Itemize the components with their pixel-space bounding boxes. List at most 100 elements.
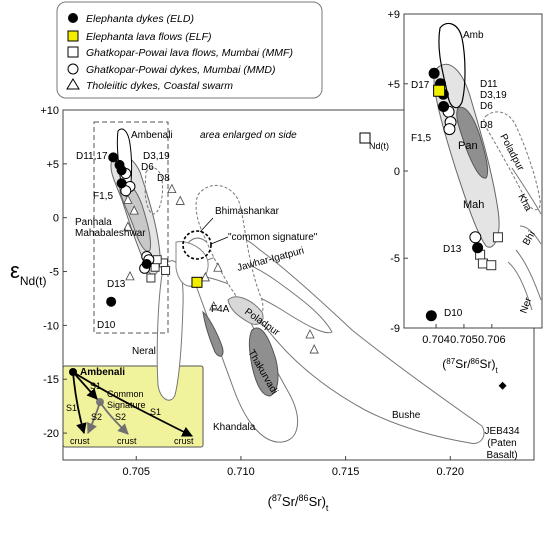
y-tick-label: +5 [46, 159, 59, 171]
sketch-crust-3: crust [174, 436, 194, 446]
legend-item-elf: Elephanta lava flows (ELF) [86, 31, 211, 43]
y-tick-label: -10 [43, 320, 59, 332]
legend-item-mmd: Ghatkopar-Powai dykes, Mumbai (MMD) [86, 64, 275, 76]
nd-square-icon [359, 132, 371, 144]
label-neral: Neral [132, 346, 156, 357]
data-point-black-circle-2 [116, 165, 127, 176]
x-tick-label: 0.710 [227, 466, 255, 478]
y-tick-label: -20 [43, 428, 59, 440]
poladpur-lower-field [227, 296, 264, 325]
data-point-open-triangle-3 [125, 270, 135, 281]
sketch-arrow-s2-right [99, 401, 129, 435]
inset-label-d17: D17 [411, 80, 430, 91]
y-tick-label: +9 [387, 9, 400, 21]
data-point-open-triangle-10 [209, 301, 219, 311]
label-f15: F1,5 [93, 191, 113, 202]
dashed-field [144, 167, 163, 215]
label-common-signature: "common signature" [228, 232, 318, 243]
inset-label-d10: D10 [444, 308, 463, 319]
legend-yellow-square-icon [67, 30, 79, 42]
inset-label-amb: Amb [463, 30, 484, 41]
main-y-axis-title: εNd(t) [10, 258, 46, 288]
label-paten: (Paten [487, 438, 516, 449]
inset-pan-field [456, 106, 489, 179]
sketch-s1-a: S1 [90, 381, 101, 391]
data-point-yellow-square-0 [433, 84, 446, 97]
common-signature-leader [210, 236, 229, 245]
inset-label-d6: D6 [480, 101, 493, 112]
inset-label-d13: D13 [443, 244, 462, 255]
data-point-black-circle-0 [108, 152, 119, 163]
x-tick-label: 0.705 [123, 466, 151, 478]
data-point-open-square-1 [150, 262, 160, 272]
data-point-open-circle-3 [469, 231, 482, 244]
data-point-black-circle-5 [106, 296, 117, 307]
label-jeb434: JEB434 [484, 426, 519, 437]
x-tick-label: 0.715 [332, 466, 360, 478]
x-tick-label: 0.706 [478, 334, 506, 346]
data-point-open-square-1 [477, 258, 488, 269]
legend-item-eld: Elephanta dykes (ELD) [86, 13, 194, 25]
label-khandala: Khandala [213, 422, 256, 433]
inset-label-pan: Pan [458, 140, 478, 152]
sketch-common-label: Common [107, 389, 144, 399]
label-panhala: Panhala [75, 217, 112, 228]
inset-neral-field [507, 261, 533, 311]
inset-bhimashankar-field [519, 225, 542, 245]
enlarged-area-box [93, 121, 169, 334]
data-point-black-diamond-0 [498, 381, 507, 390]
data-point-open-square-2 [486, 260, 497, 271]
data-point-black-circle-4 [472, 242, 484, 254]
data-point-open-triangle-8 [305, 329, 315, 339]
label-d13: D13 [107, 279, 126, 290]
label-mahabaleshwar: Mahabaleshwar [75, 228, 146, 239]
inset-khandala-field [511, 167, 542, 215]
data-point-black-circle-4 [141, 259, 152, 269]
label-bhimashankar: Bhimashankar [215, 206, 280, 217]
legend-open-square-icon [67, 46, 79, 58]
bhimashankar-leader [199, 217, 214, 233]
inset-label-ner: Ner [518, 295, 534, 315]
label-d8: D8 [157, 173, 170, 184]
data-point-open-triangle-4 [167, 183, 177, 194]
data-point-open-square-0 [146, 273, 156, 283]
data-point-black-circle-5 [425, 310, 437, 322]
inset-data-points [425, 67, 503, 322]
data-point-open-square-3 [492, 232, 503, 243]
sketch-crust-1: crust [70, 436, 90, 446]
y-tick-label: +5 [387, 79, 400, 91]
sketch-s1-b: S1 [66, 403, 77, 413]
data-point-open-triangle-5 [175, 195, 185, 205]
main-data-points [106, 152, 507, 390]
sketch-ambenali-label: Ambenali [80, 367, 125, 378]
data-point-black-circle-0 [428, 67, 440, 79]
sketch-crust-2: crust [117, 436, 137, 446]
y-tick-label: -5 [390, 253, 400, 265]
inset-label-d11: D11 [480, 79, 498, 90]
inset-label-d8: D8 [480, 120, 493, 131]
label-ambenali: Ambenali [131, 130, 173, 141]
inset-x-axis-title: (87Sr/86Sr)t [442, 357, 498, 375]
data-point-open-triangle-7 [200, 272, 210, 282]
data-point-open-triangle-1 [129, 205, 139, 215]
data-point-open-triangle-9 [309, 344, 319, 354]
sketch-s1-c: S1 [150, 407, 161, 417]
label-bushe: Bushe [392, 410, 421, 421]
sketch-arrow-s1-common [72, 371, 98, 400]
x-tick-label: 0.705 [450, 334, 478, 346]
inset-label-f15: F1,5 [411, 133, 431, 144]
sketch-arrow-s2-left [87, 401, 101, 434]
legend-black-circle-icon [68, 13, 78, 23]
inset-poladpur-field [483, 111, 541, 211]
legend-box [56, 1, 323, 99]
y-tick-label: -15 [43, 374, 59, 386]
sketch-s2-b: S2 [115, 412, 126, 422]
sketch-arrow-s1-left [72, 371, 87, 435]
label-d11-17: D11,17 [76, 151, 108, 162]
common-signature-circle [182, 230, 212, 260]
legend: Elephanta dykes (ELD) Elephanta lava flo… [56, 1, 323, 99]
sliver-field [202, 310, 224, 357]
